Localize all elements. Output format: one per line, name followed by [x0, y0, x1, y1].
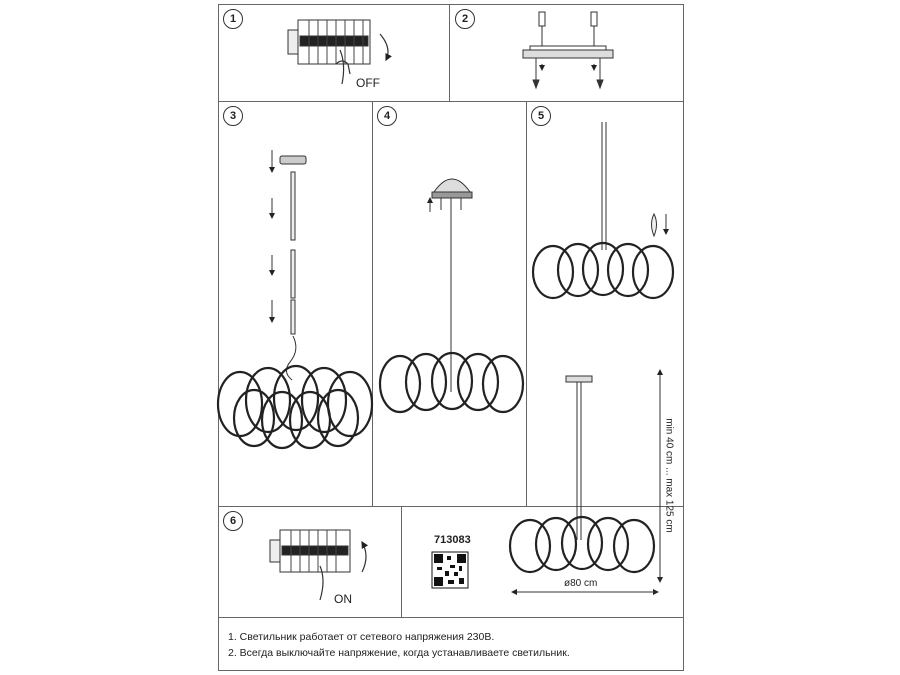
step-number: 1	[223, 9, 243, 29]
dimension-drawing-icon	[511, 369, 663, 595]
step-4-panel	[372, 101, 527, 507]
qr-code-icon	[431, 551, 469, 589]
notes-panel	[218, 617, 684, 671]
chandelier-rings-icon	[531, 241, 675, 300]
note-line: 2. Всегда выключайте напряжение, когда у…	[228, 647, 570, 659]
circuit-breaker-off-icon	[287, 19, 392, 85]
rod-assembly-icon	[269, 150, 307, 381]
height-range-label: min 40 cm ... max 125 cm	[663, 418, 675, 533]
step-number: 2	[455, 9, 475, 29]
step-5-panel	[526, 101, 684, 325]
circuit-breaker-on-icon	[269, 529, 369, 601]
note-line: 1. Светильник работает от сетевого напря…	[228, 631, 495, 643]
dimensions-panel	[526, 324, 684, 507]
chandelier-rings-icon	[508, 515, 656, 574]
hanging-fixture-icon	[427, 178, 473, 392]
step-number: 4	[377, 106, 397, 126]
chandelier-rings-icon	[216, 364, 374, 450]
step-number: 6	[223, 511, 243, 531]
step-number: 5	[531, 106, 551, 126]
chandelier-rings-icon	[378, 351, 525, 414]
diameter-label: ø80 cm	[564, 578, 598, 589]
rod-icon	[601, 122, 669, 250]
switch-off-label: OFF	[356, 76, 380, 90]
switch-on-label: ON	[334, 592, 352, 606]
mounting-bracket-icon	[522, 11, 614, 90]
product-code: 713083	[434, 534, 471, 546]
step-number: 3	[223, 106, 243, 126]
